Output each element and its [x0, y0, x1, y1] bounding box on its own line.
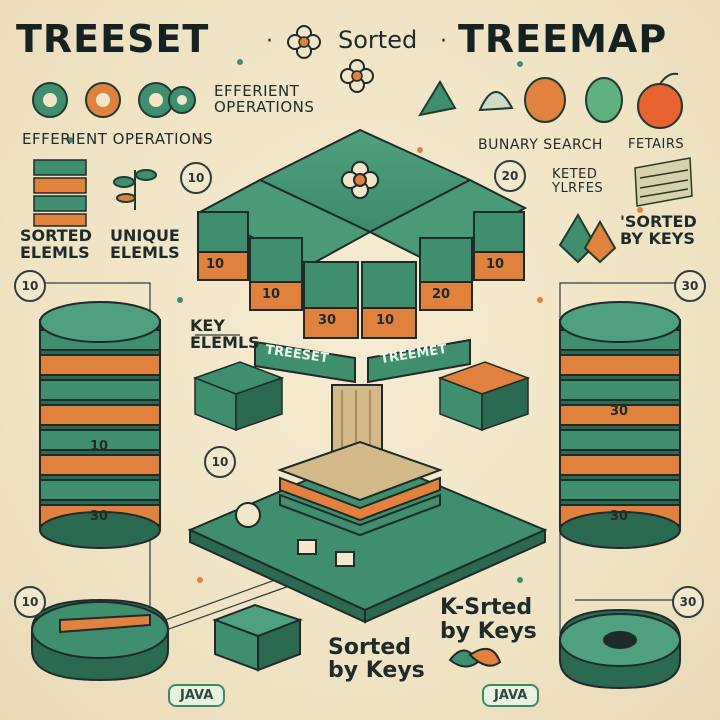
stack-label: 10	[90, 439, 109, 454]
side-drawers	[192, 361, 531, 432]
sign-plates	[254, 338, 471, 384]
coin-stack-right	[559, 301, 681, 549]
title-treemap: TREEMAP	[458, 17, 668, 61]
cube-label: 20	[432, 287, 451, 302]
label-binary-search: BUNARY SEARCH	[478, 137, 603, 153]
label-efficient-ops-top: EFFERIENT OPERATIONS	[214, 82, 315, 116]
label-keted-yeres: KETED YLRFES	[552, 167, 604, 196]
label-by-keys: by Keys	[440, 619, 537, 644]
label-sorted-elems: SORTED ELEMLS	[20, 226, 92, 262]
title-separator-left: ·	[266, 29, 273, 54]
gem-icons	[558, 213, 617, 264]
flower-icon-header	[287, 25, 374, 93]
cube-label: 10	[486, 257, 505, 272]
title-sorted: Sorted	[338, 26, 418, 54]
number-badge: 10	[204, 446, 236, 478]
cube-label: 10	[206, 257, 225, 272]
number-badge: 30	[674, 270, 706, 302]
number-badge: 10	[14, 270, 46, 302]
label-unique-elems: UNIQUE ELEMLS	[110, 226, 180, 262]
box-bottom-center	[212, 603, 303, 672]
number-badge: 30	[672, 586, 704, 618]
label-efficient-ops-left: EFFERIENT OPERATIONS	[22, 130, 214, 148]
label-key-elems: KEY ELEMLS	[190, 316, 260, 352]
stack-label: 30	[610, 509, 629, 524]
confetti-dots	[67, 59, 643, 583]
small-box-stack-left	[33, 159, 87, 227]
fruit-icons	[417, 72, 683, 129]
cube-label: 10	[376, 313, 395, 328]
number-badge: 10	[180, 162, 212, 194]
stack-label: 30	[90, 509, 109, 524]
tree-canopy	[197, 128, 528, 339]
tree-base	[187, 440, 548, 624]
java-badge-right: JAVA	[482, 684, 540, 707]
title-separator-right: ·	[440, 29, 447, 54]
cube-label: 10	[262, 287, 281, 302]
title-treeset: TREESET	[16, 17, 210, 61]
number-badge: 20	[494, 160, 526, 192]
coin-stack-left	[39, 301, 161, 549]
striped-plank	[634, 157, 693, 207]
number-badge: 10	[14, 586, 46, 618]
label-sorted-by-keys-right: 'SORTED BY KEYS	[620, 212, 697, 248]
stack-label: 30	[610, 404, 629, 419]
leaf-icons	[448, 647, 502, 668]
label-k-sorted: K-Srted	[440, 595, 533, 620]
java-badge-left: JAVA	[168, 684, 226, 707]
plant-icon	[113, 169, 157, 210]
disc-bottom-right	[559, 608, 681, 690]
label-pairs: FETAIRS	[628, 137, 685, 152]
disc-bottom-left	[31, 598, 169, 682]
ring-icons	[32, 82, 196, 118]
cube-label: 30	[318, 313, 337, 328]
label-sorted-by-keys-bottom: Sorted by Keys	[328, 635, 425, 684]
